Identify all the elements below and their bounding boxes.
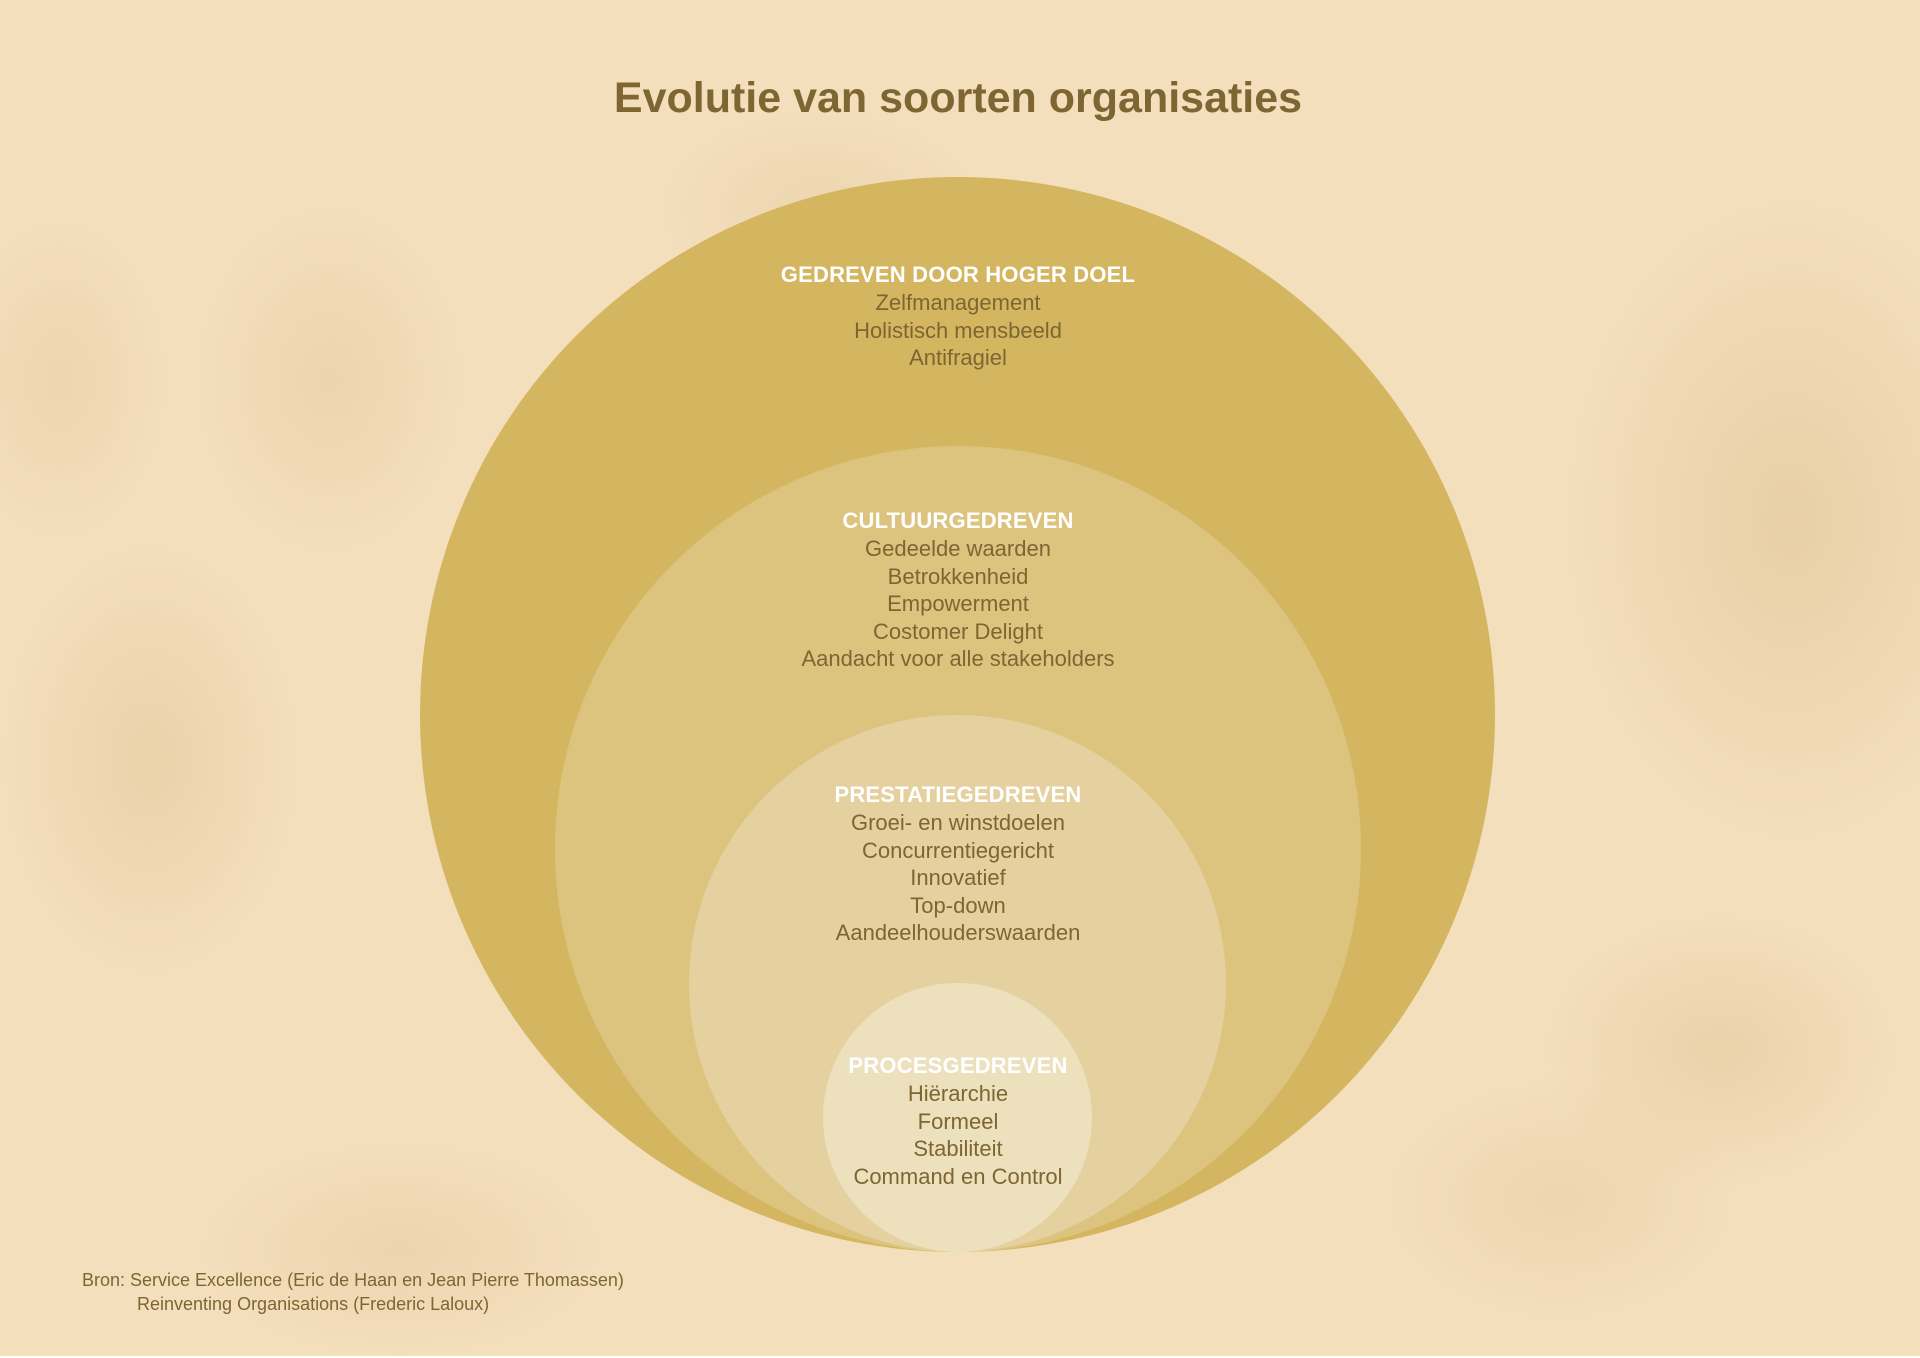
circle-item: Holistisch mensbeeld <box>854 317 1062 343</box>
circle-item: Command en Control <box>853 1163 1063 1189</box>
circle-item: Gedeelde waarden <box>865 536 1051 561</box>
circle-item: Betrokkenheid <box>887 563 1029 589</box>
circle-item: Innovatief <box>910 865 1006 890</box>
circle-item: Aandeelhouderswaarden <box>835 920 1081 945</box>
source-line-2: Reinventing Organisations (Frederic Lalo… <box>137 1294 490 1314</box>
circle-item: Top-down <box>910 892 1006 918</box>
circle-item: Costomer Delight <box>873 618 1043 644</box>
circle-item: Formeel <box>917 1108 999 1134</box>
process-driven-text: PROCESGEDREVEN Hiërarchie Formeel Stabil… <box>658 1052 1258 1190</box>
circle-item: Aandacht voor alle stakeholders <box>801 646 1115 671</box>
source-line-1: Bron: Service Excellence (Eric de Haan e… <box>82 1270 624 1290</box>
performance-driven-text: PRESTATIEGEDREVEN Groei- en winstdoelen … <box>658 781 1258 947</box>
circle-item: Hiërarchie <box>907 1081 1009 1106</box>
circle-item: Antifragiel <box>909 345 1007 370</box>
circle-item: Empowerment <box>887 591 1029 616</box>
circle-item: Concurrentiegericht <box>862 837 1054 863</box>
higher-purpose-text: GEDREVEN DOOR HOGER DOEL Zelfmanagement … <box>658 261 1258 372</box>
bottom-border <box>0 1356 1920 1358</box>
source-citation: Bron: Service Excellence (Eric de Haan e… <box>82 1268 624 1316</box>
circle-item: Stabiliteit <box>913 1136 1003 1161</box>
circle-item: Zelfmanagement <box>875 290 1041 315</box>
culture-driven-text: CULTUURGEDREVEN Gedeelde waarden Betrokk… <box>658 507 1258 673</box>
circle-heading: CULTUURGEDREVEN <box>842 508 1074 533</box>
circle-heading: PRESTATIEGEDREVEN <box>834 782 1082 807</box>
circle-item: Groei- en winstdoelen <box>850 810 1065 835</box>
circle-heading: GEDREVEN DOOR HOGER DOEL <box>780 262 1136 287</box>
circle-heading: PROCESGEDREVEN <box>848 1053 1068 1078</box>
page-title: Evolutie van soorten organisaties <box>613 74 1303 122</box>
circle-process-driven <box>823 983 1092 1252</box>
